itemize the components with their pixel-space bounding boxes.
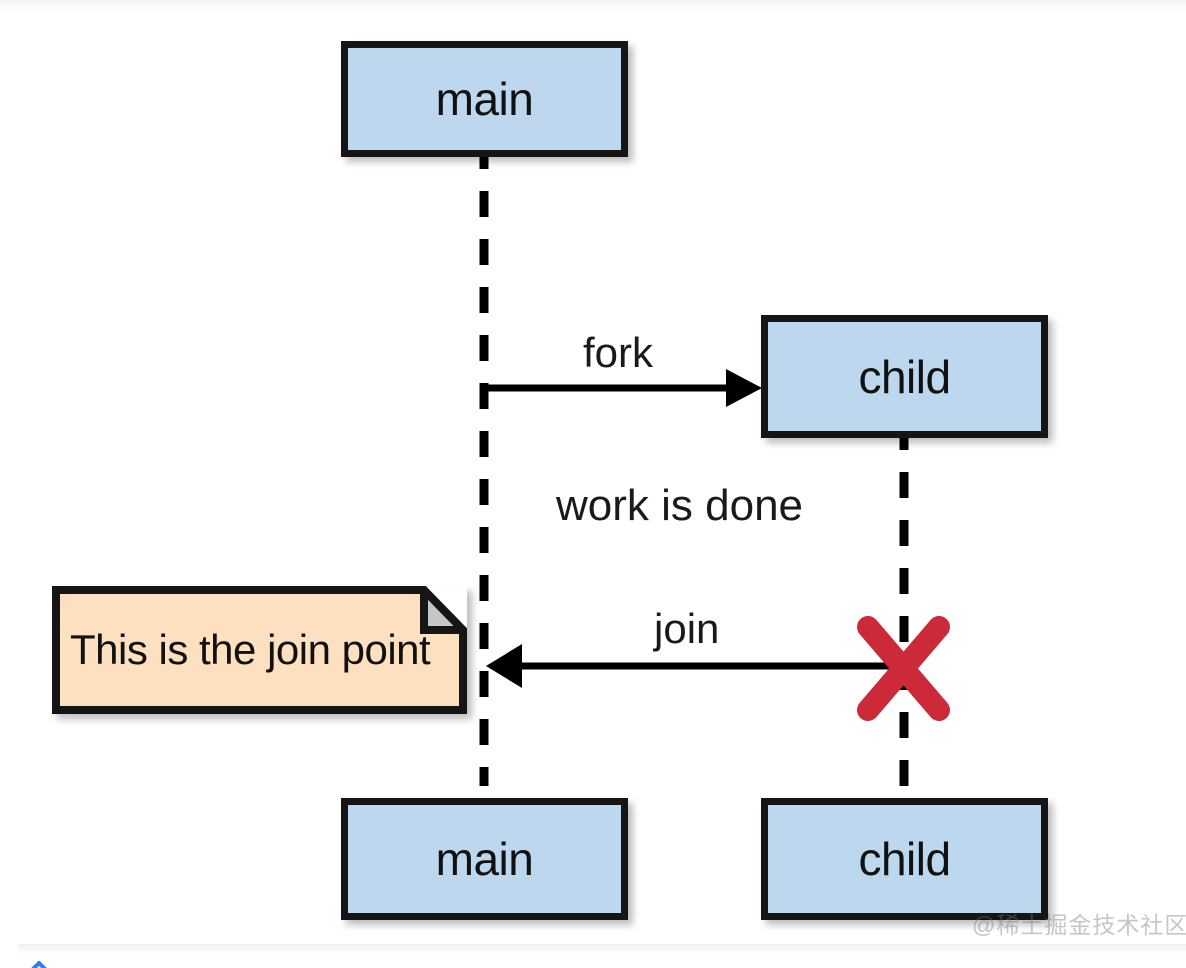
join-message-arrow (486, 644, 906, 688)
node-main-top-label: main (435, 73, 534, 125)
node-main-bottom-label: main (435, 833, 534, 885)
diagram-canvas: main child main child This is the join p… (0, 14, 1186, 944)
page-bottom-blue-mark[interactable] (28, 958, 50, 968)
note-shape (52, 586, 467, 714)
join-point-note-label: This is the join point (70, 626, 431, 673)
fork-message-arrow (486, 369, 762, 407)
node-child-top[interactable]: child (761, 315, 1048, 438)
watermark: @稀土掘金技术社区 (972, 912, 1186, 938)
node-main-bottom[interactable]: main (341, 798, 628, 920)
fork-message-label: fork (583, 329, 654, 376)
join-point-note[interactable]: This is the join point (52, 586, 467, 714)
diagram-vector-layer (479, 143, 950, 786)
node-child-bottom[interactable]: child (761, 798, 1048, 920)
node-child-bottom-label: child (858, 833, 951, 885)
work-is-done-annotation: work is done (556, 481, 804, 530)
join-message-label: join (654, 605, 720, 652)
node-main-top[interactable]: main (341, 41, 628, 157)
page-top-strip (0, 0, 1186, 14)
page-bottom-strip (18, 944, 1186, 954)
chevron-up-icon (31, 961, 47, 968)
child-termination-x-icon (857, 616, 950, 721)
node-child-top-label: child (858, 350, 951, 403)
